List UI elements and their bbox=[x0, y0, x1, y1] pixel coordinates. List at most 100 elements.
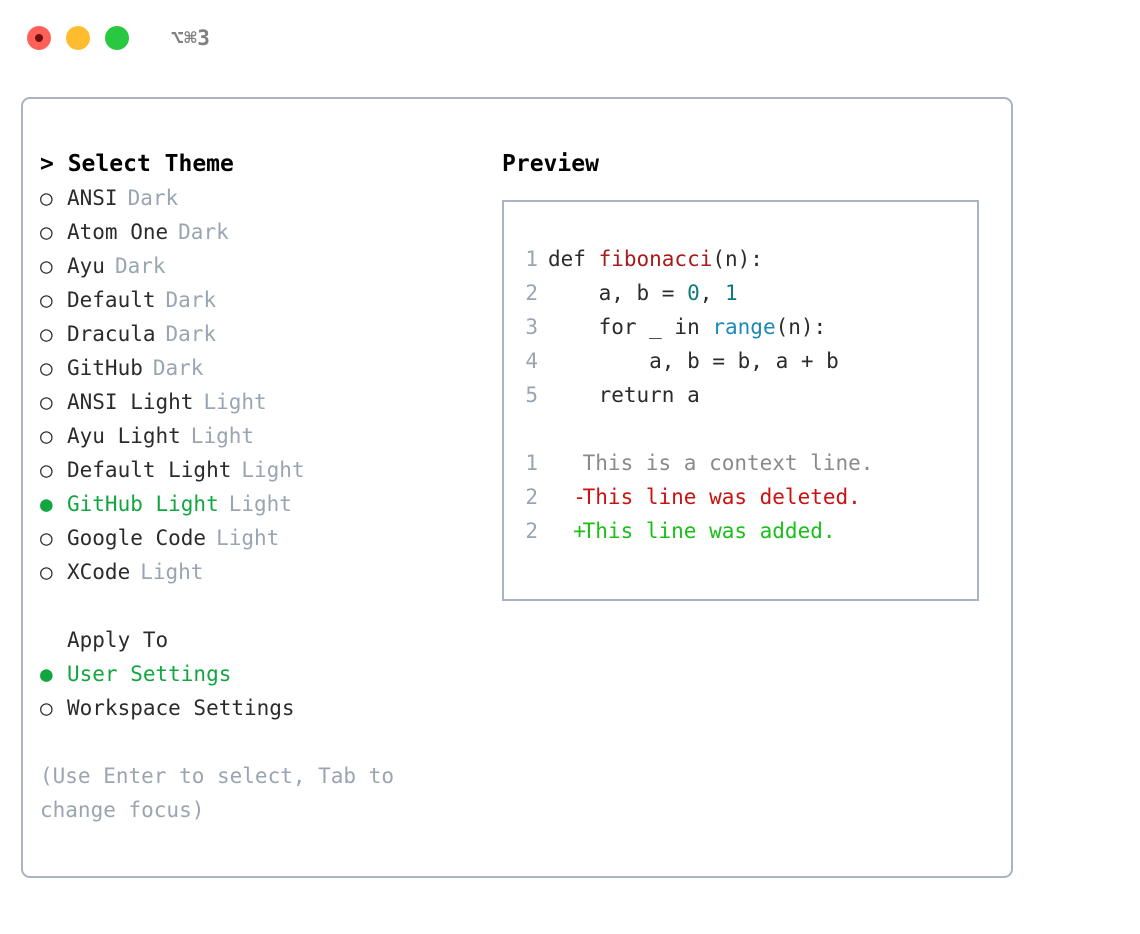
theme-list-item[interactable]: ○ GitHub Dark bbox=[40, 351, 490, 385]
theme-name-label: XCode bbox=[67, 560, 131, 584]
close-button[interactable] bbox=[27, 26, 51, 50]
line-number: 2 bbox=[525, 281, 538, 305]
apply-to-label: Workspace Settings bbox=[67, 696, 295, 720]
theme-list-item[interactable]: ○ Atom One Dark bbox=[40, 215, 490, 249]
code-token: for _ in bbox=[548, 315, 713, 339]
window-titlebar: ⌥⌘3 bbox=[0, 0, 1140, 76]
minimize-button[interactable] bbox=[66, 26, 90, 50]
page-title-text: Select Theme bbox=[67, 151, 234, 177]
theme-name-label: ANSI bbox=[67, 186, 118, 210]
diff-line: 1 This is a context line. bbox=[504, 446, 977, 480]
apply-to-option[interactable]: ○ Workspace Settings bbox=[40, 691, 490, 725]
code-token: fibonacci bbox=[598, 247, 713, 271]
preview-title: Preview bbox=[502, 151, 599, 177]
theme-name-label: GitHub bbox=[67, 356, 143, 380]
list-spacer bbox=[40, 589, 490, 623]
code-line-text: return a bbox=[548, 378, 700, 412]
keyboard-shortcut-label: ⌥⌘3 bbox=[171, 26, 211, 50]
code-line: 4 a, b = b, a + b bbox=[504, 344, 977, 378]
line-number: 5 bbox=[525, 383, 538, 407]
code-blank-line bbox=[504, 412, 977, 446]
code-line: 2 a, b = 0, 1 bbox=[504, 276, 977, 310]
theme-variant-tag: Light bbox=[190, 424, 255, 448]
diff-line: 2 - This line was deleted. bbox=[504, 480, 977, 514]
theme-name-label: GitHub Light bbox=[67, 492, 219, 516]
theme-variant-tag: Dark bbox=[178, 220, 229, 244]
theme-name-label: Ayu bbox=[67, 254, 105, 278]
apply-to-label: User Settings bbox=[67, 662, 232, 686]
radio-unselected-icon[interactable]: ○ bbox=[40, 186, 66, 210]
radio-unselected-icon[interactable]: ○ bbox=[40, 458, 66, 482]
apply-to-option[interactable]: ● User Settings bbox=[40, 657, 490, 691]
theme-name-label: Dracula bbox=[67, 322, 156, 346]
prompt-caret: > bbox=[40, 151, 68, 177]
radio-unselected-icon[interactable]: ○ bbox=[40, 390, 66, 414]
radio-unselected-icon[interactable]: ○ bbox=[40, 254, 66, 278]
radio-unselected-icon[interactable]: ○ bbox=[40, 322, 66, 346]
diff-marker: + bbox=[548, 519, 586, 543]
line-number: 1 bbox=[525, 451, 538, 475]
diff-marker: - bbox=[548, 485, 586, 509]
code-token: range bbox=[712, 315, 776, 339]
radio-unselected-icon[interactable]: ○ bbox=[40, 560, 66, 584]
diff-line-text: This line was deleted. bbox=[570, 485, 861, 509]
line-number: 2 bbox=[525, 485, 538, 509]
theme-variant-tag: Dark bbox=[152, 356, 204, 380]
code-token: return a bbox=[548, 383, 700, 407]
code-token: (n): bbox=[775, 315, 827, 339]
theme-list-item[interactable]: ○ Dracula Dark bbox=[40, 317, 490, 351]
theme-variant-tag: Dark bbox=[165, 322, 217, 346]
theme-list-item[interactable]: ○ ANSI Light Light bbox=[40, 385, 490, 419]
code-line-text: def fibonacci(n): bbox=[548, 242, 763, 276]
theme-variant-tag: Light bbox=[203, 390, 267, 414]
theme-list-item[interactable]: ○ Ayu Dark bbox=[40, 249, 490, 283]
code-token: (n): bbox=[712, 247, 763, 271]
recording-indicator-icon bbox=[35, 34, 43, 42]
radio-unselected-icon[interactable]: ○ bbox=[40, 696, 66, 720]
apply-to-heading: Apply To bbox=[67, 628, 169, 652]
code-line: 1 def fibonacci(n): bbox=[504, 242, 977, 276]
radio-unselected-icon[interactable]: ○ bbox=[40, 220, 66, 244]
diff-line-text: This is a context line. bbox=[570, 451, 874, 475]
line-number: 1 bbox=[525, 247, 538, 271]
radio-unselected-icon[interactable]: ○ bbox=[40, 356, 66, 380]
radio-unselected-icon[interactable]: ○ bbox=[40, 526, 66, 550]
line-number: 3 bbox=[525, 315, 538, 339]
theme-list-item[interactable]: ● GitHub Light Light bbox=[40, 487, 490, 521]
diff-line-text: This line was added. bbox=[570, 519, 836, 543]
theme-variant-tag: Light bbox=[241, 458, 305, 482]
theme-name-label: Default bbox=[67, 288, 156, 312]
theme-variant-tag: Dark bbox=[127, 186, 179, 210]
radio-selected-icon[interactable]: ● bbox=[40, 662, 66, 686]
code-token: , bbox=[699, 281, 726, 305]
theme-name-label: Atom One bbox=[67, 220, 169, 244]
code-token: a, b = bbox=[548, 281, 688, 305]
code-token: 1 bbox=[725, 281, 738, 305]
theme-list-item[interactable]: ○ ANSI Dark bbox=[40, 181, 490, 215]
theme-name-label: Default Light bbox=[67, 458, 232, 482]
code-token: 0 bbox=[687, 281, 700, 305]
line-number: 4 bbox=[525, 349, 538, 373]
radio-unselected-icon[interactable]: ○ bbox=[40, 288, 66, 312]
theme-name-label: Google Code bbox=[67, 526, 207, 550]
theme-list-item[interactable]: ○ Default Light Light bbox=[40, 453, 490, 487]
code-line: 5 return a bbox=[504, 378, 977, 412]
theme-name-label: ANSI Light bbox=[67, 390, 194, 414]
maximize-button[interactable] bbox=[105, 26, 129, 50]
theme-variant-tag: Dark bbox=[114, 254, 166, 278]
radio-unselected-icon[interactable]: ○ bbox=[40, 424, 66, 448]
keyboard-hint-text: (Use Enter to select, Tab to change focu… bbox=[40, 764, 395, 822]
radio-selected-icon[interactable]: ● bbox=[40, 492, 66, 516]
code-line-text: a, b = 0, 1 bbox=[548, 276, 738, 310]
theme-variant-tag: Light bbox=[228, 492, 292, 516]
code-line-text: for _ in range(n): bbox=[548, 310, 827, 344]
